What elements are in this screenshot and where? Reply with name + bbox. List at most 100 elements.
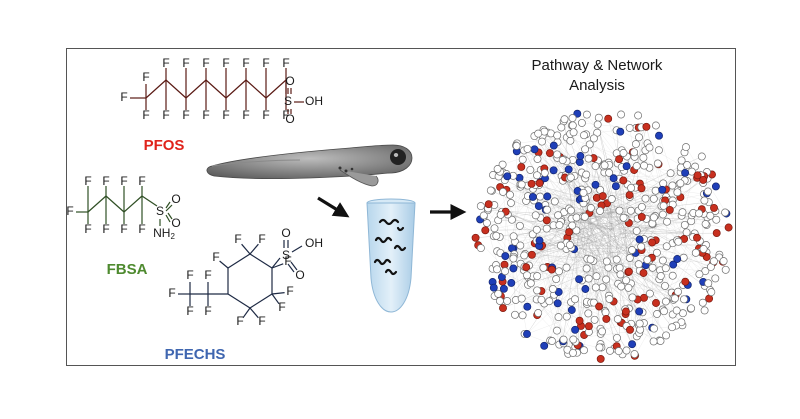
network-node <box>486 186 495 195</box>
chain-bond <box>165 79 187 99</box>
network-node <box>584 154 593 163</box>
network-node-blue <box>534 202 543 211</box>
network-node <box>553 326 561 335</box>
network-node-blue <box>635 235 644 244</box>
network-edge <box>577 204 673 213</box>
network-node <box>512 141 521 150</box>
network-node-red <box>595 302 604 311</box>
network-edge <box>543 131 582 173</box>
network-node <box>700 306 709 315</box>
network-node-blue <box>564 165 573 174</box>
network-node <box>580 131 588 140</box>
network-node-red <box>545 149 554 158</box>
fluorine-atom: F <box>242 108 249 122</box>
network-node <box>567 206 575 215</box>
network-node <box>706 211 715 220</box>
network-node <box>663 217 671 226</box>
network-node <box>584 309 593 318</box>
sulfur-atom: S <box>284 94 292 108</box>
network-node <box>605 295 614 303</box>
network-node <box>607 195 616 203</box>
network-node <box>526 279 535 288</box>
fluorine-atom: F <box>120 90 127 104</box>
network-node <box>721 208 730 217</box>
fluorine-atom: F <box>278 300 285 314</box>
network-node <box>569 128 578 137</box>
network-node-blue <box>523 302 532 311</box>
network-node <box>656 272 665 280</box>
network-node <box>632 162 641 170</box>
network-edge <box>665 299 674 336</box>
network-node-red <box>471 233 480 242</box>
network-node <box>591 283 600 292</box>
network-node <box>507 215 516 224</box>
network-node <box>555 267 563 276</box>
network-node <box>526 165 535 174</box>
network-edge <box>593 245 623 303</box>
fluorine-atom: F <box>234 232 241 246</box>
network-node <box>622 276 631 285</box>
oxygen-atom: O <box>295 268 304 282</box>
network-node <box>552 275 561 284</box>
network-edge <box>485 198 654 231</box>
network-node <box>662 331 671 340</box>
network-node <box>691 248 700 257</box>
fish-eye-icon <box>390 149 406 165</box>
network-node <box>582 110 591 119</box>
chain-bond <box>145 79 167 99</box>
network-node <box>658 256 667 265</box>
network-node <box>558 156 567 165</box>
chain-bond <box>123 195 143 213</box>
network-node-blue <box>571 325 580 334</box>
network-node <box>503 297 512 305</box>
network-edge <box>596 215 692 247</box>
network-node-blue <box>549 166 558 175</box>
fluorine-atom: F <box>182 108 189 122</box>
network-edge <box>533 200 629 224</box>
network-node <box>707 288 716 297</box>
fluorine-atom: F <box>138 174 145 188</box>
network-node <box>545 297 554 306</box>
network-edge <box>582 229 617 260</box>
network-node-blue <box>553 299 562 308</box>
chain-bond <box>87 195 107 213</box>
network-node-blue <box>576 152 585 160</box>
fluorine-atom: F <box>222 108 229 122</box>
network-node-red <box>604 114 613 123</box>
network-node <box>582 264 591 273</box>
network-node <box>577 118 586 127</box>
network-node <box>700 196 709 205</box>
network-node <box>511 310 519 319</box>
network-node-red <box>527 179 536 188</box>
network-node-red <box>681 277 690 286</box>
ring-bond <box>227 293 251 309</box>
network-node-blue <box>581 285 590 293</box>
network-node <box>571 295 579 304</box>
network-node <box>479 211 488 220</box>
network-node <box>543 205 552 214</box>
network-node <box>523 271 531 280</box>
network-node <box>482 219 491 227</box>
fluorine-atom: F <box>284 254 291 268</box>
network-edge <box>655 125 709 284</box>
network-edge <box>581 122 630 129</box>
network-node <box>634 260 643 269</box>
network-node <box>630 350 639 359</box>
fluorine-atom: F <box>120 222 127 236</box>
network-node-blue <box>540 341 549 350</box>
network-edge <box>540 224 601 247</box>
network-node <box>590 315 599 324</box>
network-node-red <box>542 216 551 225</box>
network-edge <box>608 230 637 296</box>
network-graph <box>471 109 733 363</box>
network-node <box>515 221 524 230</box>
network-node <box>668 271 677 280</box>
network-node <box>499 187 507 196</box>
chain-bond <box>205 79 227 99</box>
network-node <box>651 121 660 130</box>
network-node <box>534 309 543 317</box>
